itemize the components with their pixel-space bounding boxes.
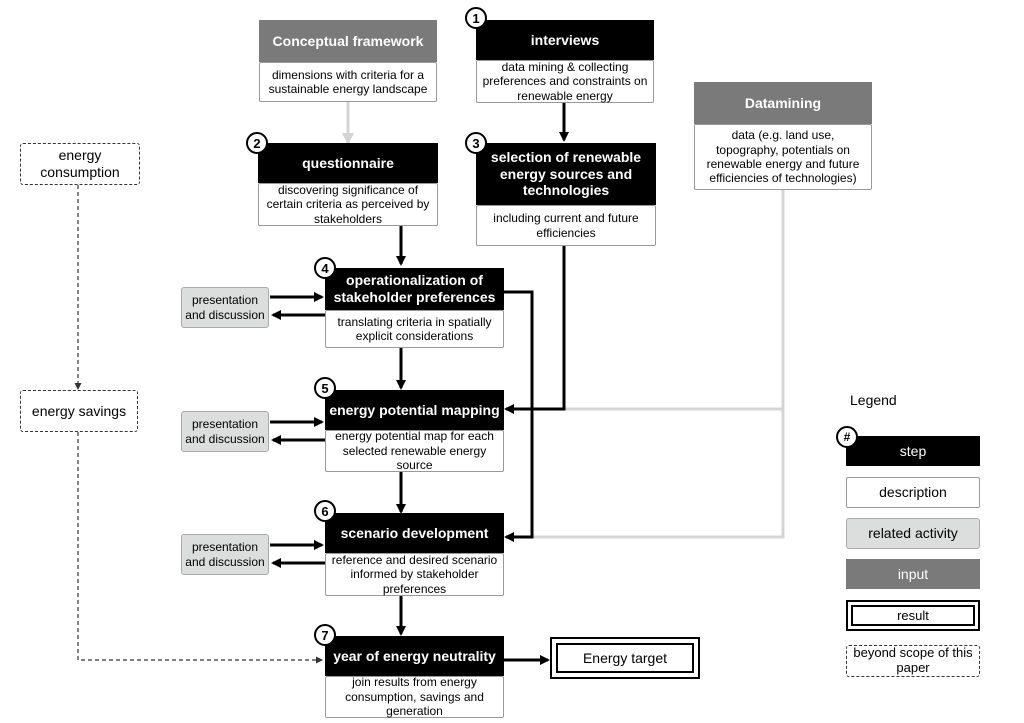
- related-activity-presentation-2: presentation and discussion: [181, 411, 269, 452]
- step-3-description: including current and future efficiencie…: [476, 205, 656, 246]
- legend-description: description: [846, 477, 980, 508]
- datamining-description: data (e.g. land use, topography, potenti…: [694, 124, 872, 190]
- step-3-number: 3: [465, 132, 487, 154]
- step-4-description: translating criteria in spatially explic…: [325, 310, 504, 348]
- legend-result: result: [846, 600, 980, 631]
- step-6-description: reference and desired scenario informed …: [325, 553, 504, 596]
- energy-consumption-box: energy consumption: [20, 143, 140, 185]
- step-6-number: 6: [314, 500, 336, 522]
- legend-beyond-scope: beyond scope of this paper: [846, 645, 980, 677]
- energy-target-label: Energy target: [556, 643, 694, 673]
- step-5-title: energy potential mapping: [325, 390, 504, 430]
- legend-input: input: [846, 559, 980, 589]
- legend-number-symbol: #: [836, 426, 858, 448]
- legend-step: step: [846, 436, 980, 466]
- input-arrows: [342, 102, 785, 539]
- related-activity-presentation-3: presentation and discussion: [181, 534, 269, 575]
- step-1-description: data mining & collecting preferences and…: [476, 60, 654, 103]
- step-1-title: interviews: [476, 20, 654, 60]
- step-3-title: selection of renewable energy sources an…: [476, 143, 656, 205]
- step-2-title: questionnaire: [258, 143, 438, 183]
- step-7-number: 7: [314, 624, 336, 646]
- beyond-scope-arrows: [74, 185, 323, 664]
- step-2-number: 2: [246, 132, 268, 154]
- energy-savings-box: energy savings: [20, 390, 138, 432]
- conceptual-framework-title: Conceptual framework: [259, 20, 437, 62]
- legend-related-activity: related activity: [846, 518, 980, 549]
- step-2-description: discovering significance of certain crit…: [258, 183, 438, 226]
- step-6-title: scenario development: [325, 513, 504, 553]
- legend-title: Legend: [850, 392, 897, 408]
- conceptual-framework-description: dimensions with criteria for a sustainab…: [259, 62, 437, 102]
- related-activity-presentation-1: presentation and discussion: [181, 287, 269, 328]
- step-5-number: 5: [314, 377, 336, 399]
- step-4-title: operationalization of stakeholder prefer…: [325, 268, 504, 310]
- energy-target-result: Energy target: [550, 637, 700, 679]
- legend-result-label: result: [851, 605, 975, 626]
- datamining-title: Datamining: [694, 82, 872, 124]
- step-7-description: join results from energy consumption, sa…: [325, 675, 504, 718]
- step-arrows: [270, 103, 569, 665]
- step-1-number: 1: [465, 7, 487, 29]
- step-5-description: energy potential map for each selected r…: [325, 429, 504, 472]
- step-7-title: year of energy neutrality: [325, 636, 504, 676]
- step-4-number: 4: [314, 257, 336, 279]
